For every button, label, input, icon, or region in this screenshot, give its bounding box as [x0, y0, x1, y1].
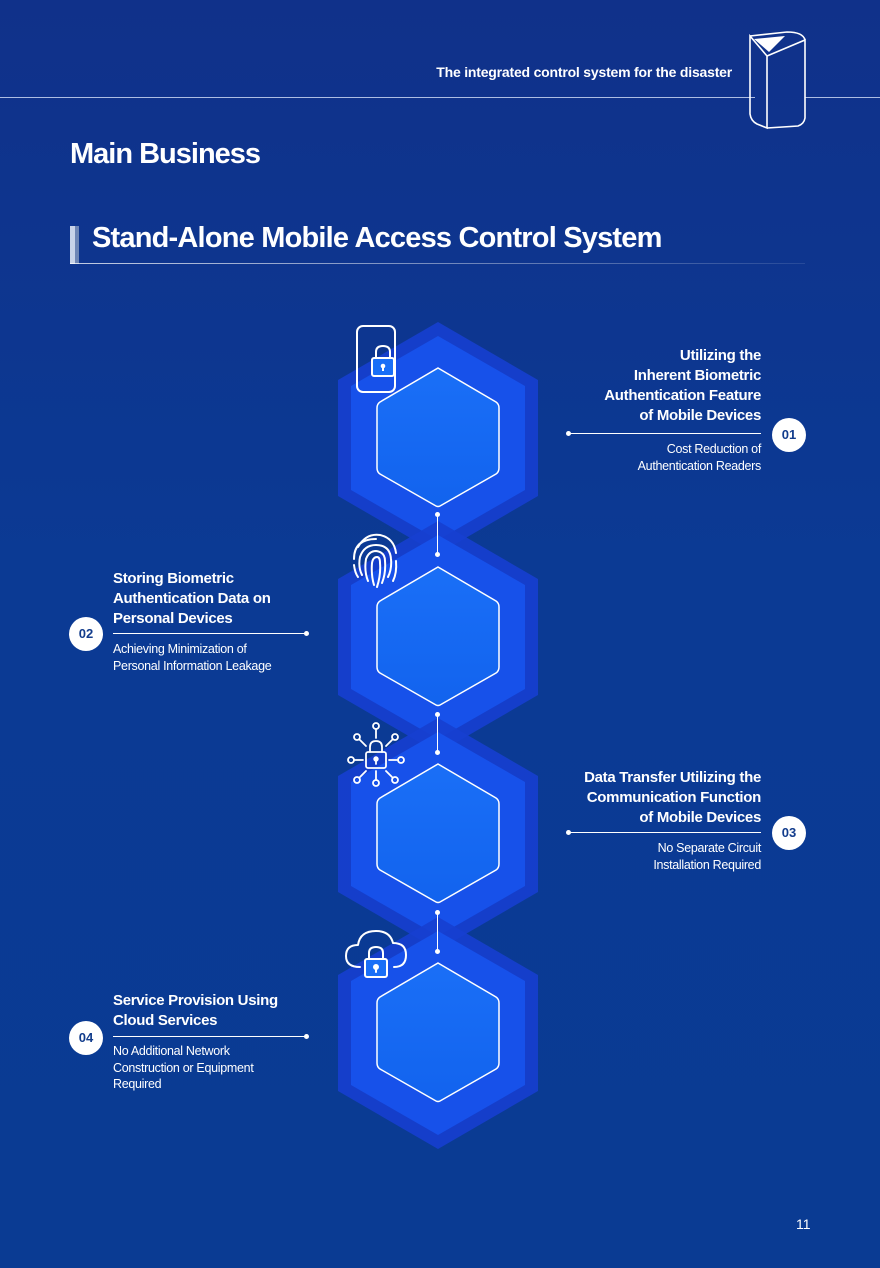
hex-node-4: [336, 915, 540, 1151]
item-1-number-badge: 01: [772, 418, 806, 452]
brand-logo-icon: [749, 31, 806, 130]
hex-node-2: [336, 519, 540, 755]
item-4-number-badge: 04: [69, 1021, 103, 1055]
item-3-subtitle: No Separate Circuit Installation Require…: [653, 841, 761, 872]
item-4-title: Service Provision Using Cloud Services: [113, 992, 278, 1029]
item-4-subtitle: No Additional Network Construction or Eq…: [113, 1044, 254, 1091]
network-lock-icon: [347, 722, 405, 787]
header-tagline: The integrated control system for the di…: [436, 64, 732, 80]
item-4-rule: [113, 1034, 309, 1039]
connector-1-2: [435, 512, 440, 557]
page-number: 11: [796, 1216, 811, 1232]
item-2-subtitle: Achieving Minimization of Personal Infor…: [113, 642, 272, 673]
item-1-subtitle: Cost Reduction of Authentication Readers: [637, 442, 762, 473]
item-2-number-badge: 02: [69, 617, 103, 651]
mobile-lock-icon: [356, 325, 396, 393]
section-title: Stand-Alone Mobile Access Control System: [92, 222, 662, 254]
hex-node-3: [336, 716, 540, 952]
section-marker: [70, 226, 79, 264]
page-title: Main Business: [70, 138, 261, 170]
connector-2-3: [435, 712, 440, 755]
item-3-title: Data Transfer Utilizing the Communicatio…: [584, 769, 761, 826]
cloud-lock-icon: [345, 930, 407, 978]
header-divider-right: [805, 97, 880, 98]
item-2-rule: [113, 631, 309, 636]
section-underline: [70, 263, 805, 264]
connector-3-4: [435, 910, 440, 954]
fingerprint-icon: [353, 533, 398, 588]
header-divider: [0, 97, 755, 98]
item-1-rule: [566, 431, 761, 436]
item-3-rule: [566, 830, 761, 835]
item-3-number-badge: 03: [772, 816, 806, 850]
item-2-title: Storing Biometric Authentication Data on…: [113, 570, 271, 627]
item-1-title: Utilizing the Inherent Biometric Authent…: [604, 347, 761, 424]
hex-node-1: [336, 320, 540, 556]
